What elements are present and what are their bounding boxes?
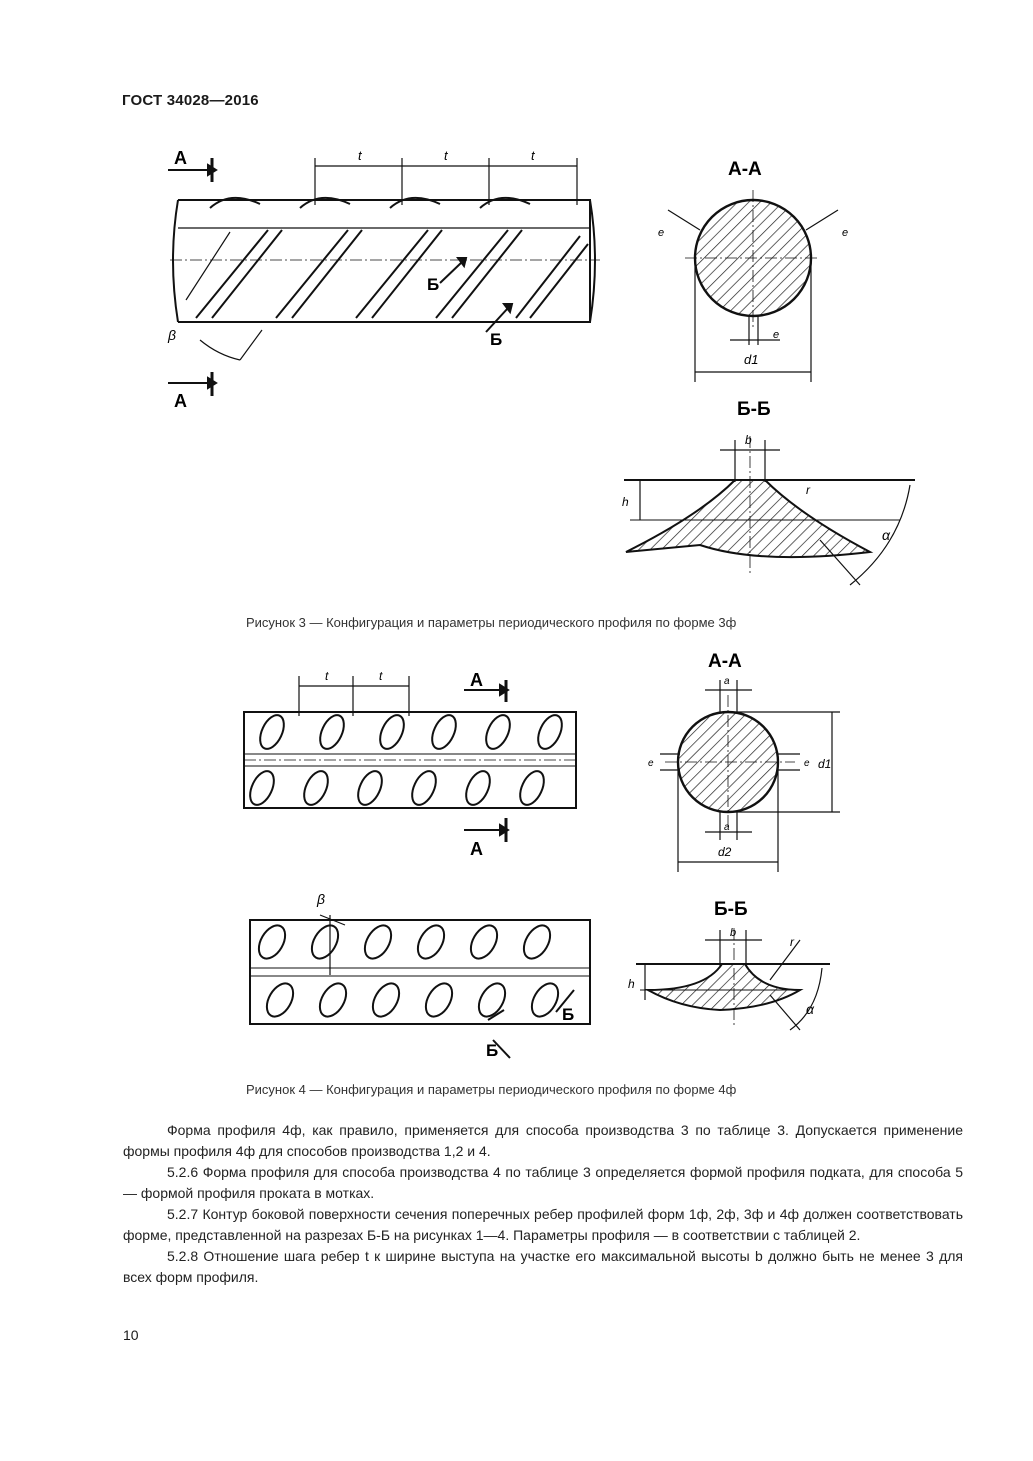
fig4-d2-label: d2 [718,845,732,859]
fig3-d1-label: d1 [744,352,758,367]
fig3-section-b-bottom-label: Б [490,330,502,349]
fig4-e-label-right: e [804,758,810,769]
fig4-alpha-label: α [806,1001,815,1017]
page-number: 10 [123,1327,139,1343]
fig4-section-b-arrows [487,989,575,1059]
fig3-bar-side-view [170,197,600,323]
fig4-section-a-bottom-label: А [470,839,483,859]
fig3-h-label: h [622,495,629,509]
figure-3-drawing: t t t А А Б Б β А-А e e e d1 [167,148,915,586]
fig3-b-label: b [745,433,752,447]
fig4-a-label-top: a [724,676,730,687]
fig4-section-aa-title: А-А [708,651,742,672]
fig3-e-label-left: e [658,227,664,239]
fig4-a-label-bottom: a [724,822,730,833]
fig4-e-label-left: e [648,758,654,769]
fig4-section-b-right-label: Б [562,1005,574,1024]
fig4-t-label-2: t [379,669,383,683]
fig3-section-a-top-label: А [174,148,187,168]
fig4-section-a-arrows [464,680,510,842]
fig4-t-label-1: t [325,669,329,683]
fig3-pitch-dimensions [314,158,578,205]
fig4-d1-label: d1 [818,757,831,771]
fig3-t-label-1: t [358,148,363,163]
fig4-section-b-bottom-label: Б [486,1041,498,1060]
fig4-b-label: b [730,927,736,939]
fig3-t-label-2: t [444,148,449,163]
fig3-section-arrow-top [168,158,218,396]
fig4-h-label: h [628,977,635,991]
fig4-pitch-dimensions [298,676,410,716]
fig3-t-label-3: t [531,148,536,163]
fig4-cross-section-bb [636,928,830,1031]
fig3-cross-section-bb [624,436,915,586]
fig4-section-a-top-label: А [470,670,483,690]
fig4-section-bb-title: Б-Б [714,899,748,920]
fig3-cross-section-aa [667,190,839,382]
paragraph-5-2-7: 5.2.7 Контур боковой поверхности сечения… [123,1206,963,1243]
fig4-cross-section-aa [660,680,840,872]
document-header: ГОСТ 34028—2016 [122,92,259,109]
paragraph-profile-4f: Форма профиля 4ф, как правило, применяет… [123,1122,963,1159]
figure-3-caption: Рисунок 3 — Конфигурация и параметры пер… [246,615,737,630]
fig4-beta-label: β [316,891,325,907]
fig3-section-a-bottom-label: А [174,391,187,411]
fig4-bar-side-view-bottom [249,914,591,1025]
fig3-r-label: r [806,483,811,497]
fig3-alpha-label: α [882,527,891,543]
fig3-beta-label: β [167,327,176,343]
fig4-bar-side-view-top [243,711,577,809]
figure-4-caption: Рисунок 4 — Конфигурация и параметры пер… [246,1082,737,1097]
paragraph-5-2-8: 5.2.8 Отношение шага ребер t к ширине вы… [123,1248,963,1285]
fig3-e-label-bottom: e [773,329,779,341]
fig3-section-b-top-label: Б [427,275,439,294]
paragraph-5-2-6: 5.2.6 Форма профиля для способа производ… [123,1164,963,1201]
fig3-section-aa-title: А-А [728,159,762,180]
body-text: Форма профиля 4ф, как правило, применяет… [123,1120,963,1288]
fig3-section-bb-title: Б-Б [737,399,771,420]
fig3-e-label-right: e [842,227,848,239]
fig3-section-b-arrows [439,257,514,333]
fig4-r-label: r [790,935,795,949]
